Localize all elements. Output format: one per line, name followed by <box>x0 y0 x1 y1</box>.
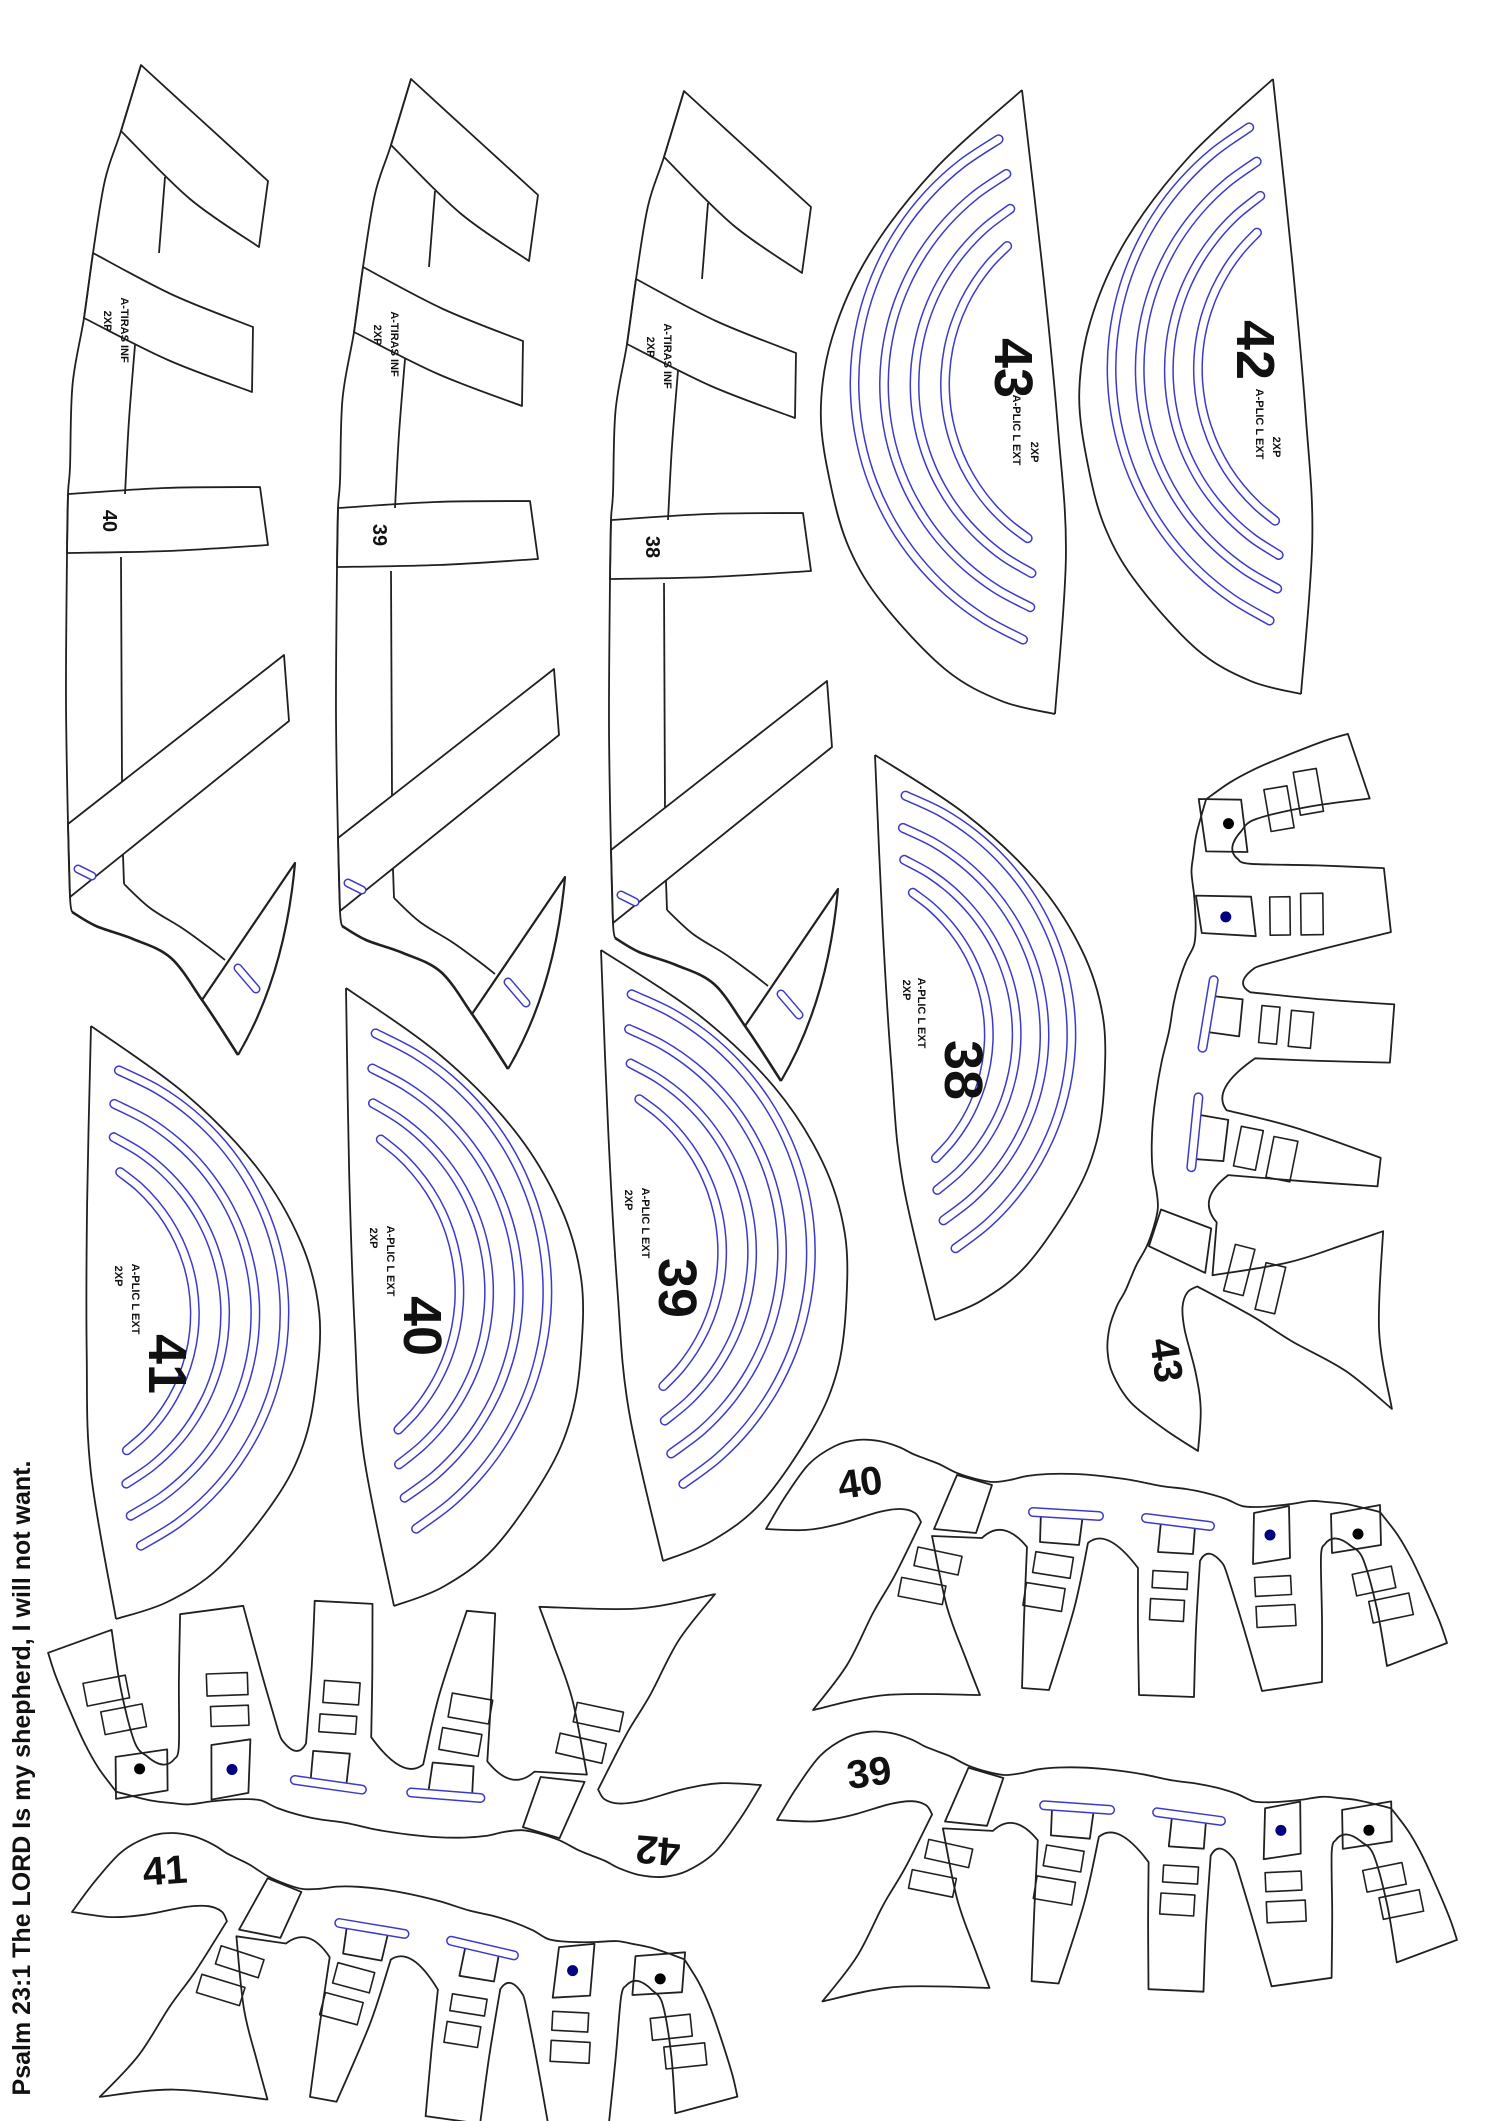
svg-text:A-PLIC L EXT: A-PLIC L EXT <box>129 1264 141 1335</box>
svg-text:2XP: 2XP <box>644 337 656 358</box>
svg-text:Psalm 23:1 The LORD Is my shep: Psalm 23:1 The LORD Is my shepherd, I wi… <box>8 1461 36 2096</box>
svg-text:42: 42 <box>634 1826 682 1874</box>
svg-text:2XP: 2XP <box>371 325 383 346</box>
svg-text:A-PLIC L EXT: A-PLIC L EXT <box>1010 395 1022 466</box>
svg-text:40: 40 <box>392 1296 452 1356</box>
svg-text:43: 43 <box>1141 1335 1191 1385</box>
svg-text:40: 40 <box>835 1458 885 1508</box>
svg-text:2XP: 2XP <box>101 311 113 332</box>
svg-text:39: 39 <box>844 1748 894 1798</box>
svg-text:A-TIRAS INF: A-TIRAS INF <box>661 323 673 389</box>
svg-text:A-PLIC L EXT: A-PLIC L EXT <box>639 1188 651 1259</box>
svg-text:41: 41 <box>137 1334 197 1394</box>
svg-text:38: 38 <box>933 1040 993 1100</box>
svg-text:43: 43 <box>983 338 1043 398</box>
svg-text:2XP: 2XP <box>622 1190 634 1211</box>
svg-text:A-TIRAS INF: A-TIRAS INF <box>118 297 130 363</box>
svg-text:A-TIRAS INF: A-TIRAS INF <box>388 311 400 377</box>
svg-text:A-PLIC L EXT: A-PLIC L EXT <box>915 978 927 1049</box>
svg-text:39: 39 <box>368 524 390 546</box>
svg-text:2XP: 2XP <box>367 1228 379 1249</box>
svg-text:A-PLIC L EXT: A-PLIC L EXT <box>384 1226 396 1297</box>
svg-text:2XP: 2XP <box>900 980 912 1001</box>
svg-text:2XP: 2XP <box>1028 442 1040 463</box>
svg-text:39: 39 <box>647 1258 707 1318</box>
svg-text:42: 42 <box>1225 320 1285 380</box>
svg-text:2XP: 2XP <box>1270 437 1282 458</box>
svg-text:38: 38 <box>641 536 663 558</box>
svg-text:40: 40 <box>98 510 120 532</box>
svg-text:A-PLIC L EXT: A-PLIC L EXT <box>1253 389 1265 460</box>
svg-text:41: 41 <box>141 1848 188 1895</box>
svg-text:2XP: 2XP <box>112 1266 124 1287</box>
